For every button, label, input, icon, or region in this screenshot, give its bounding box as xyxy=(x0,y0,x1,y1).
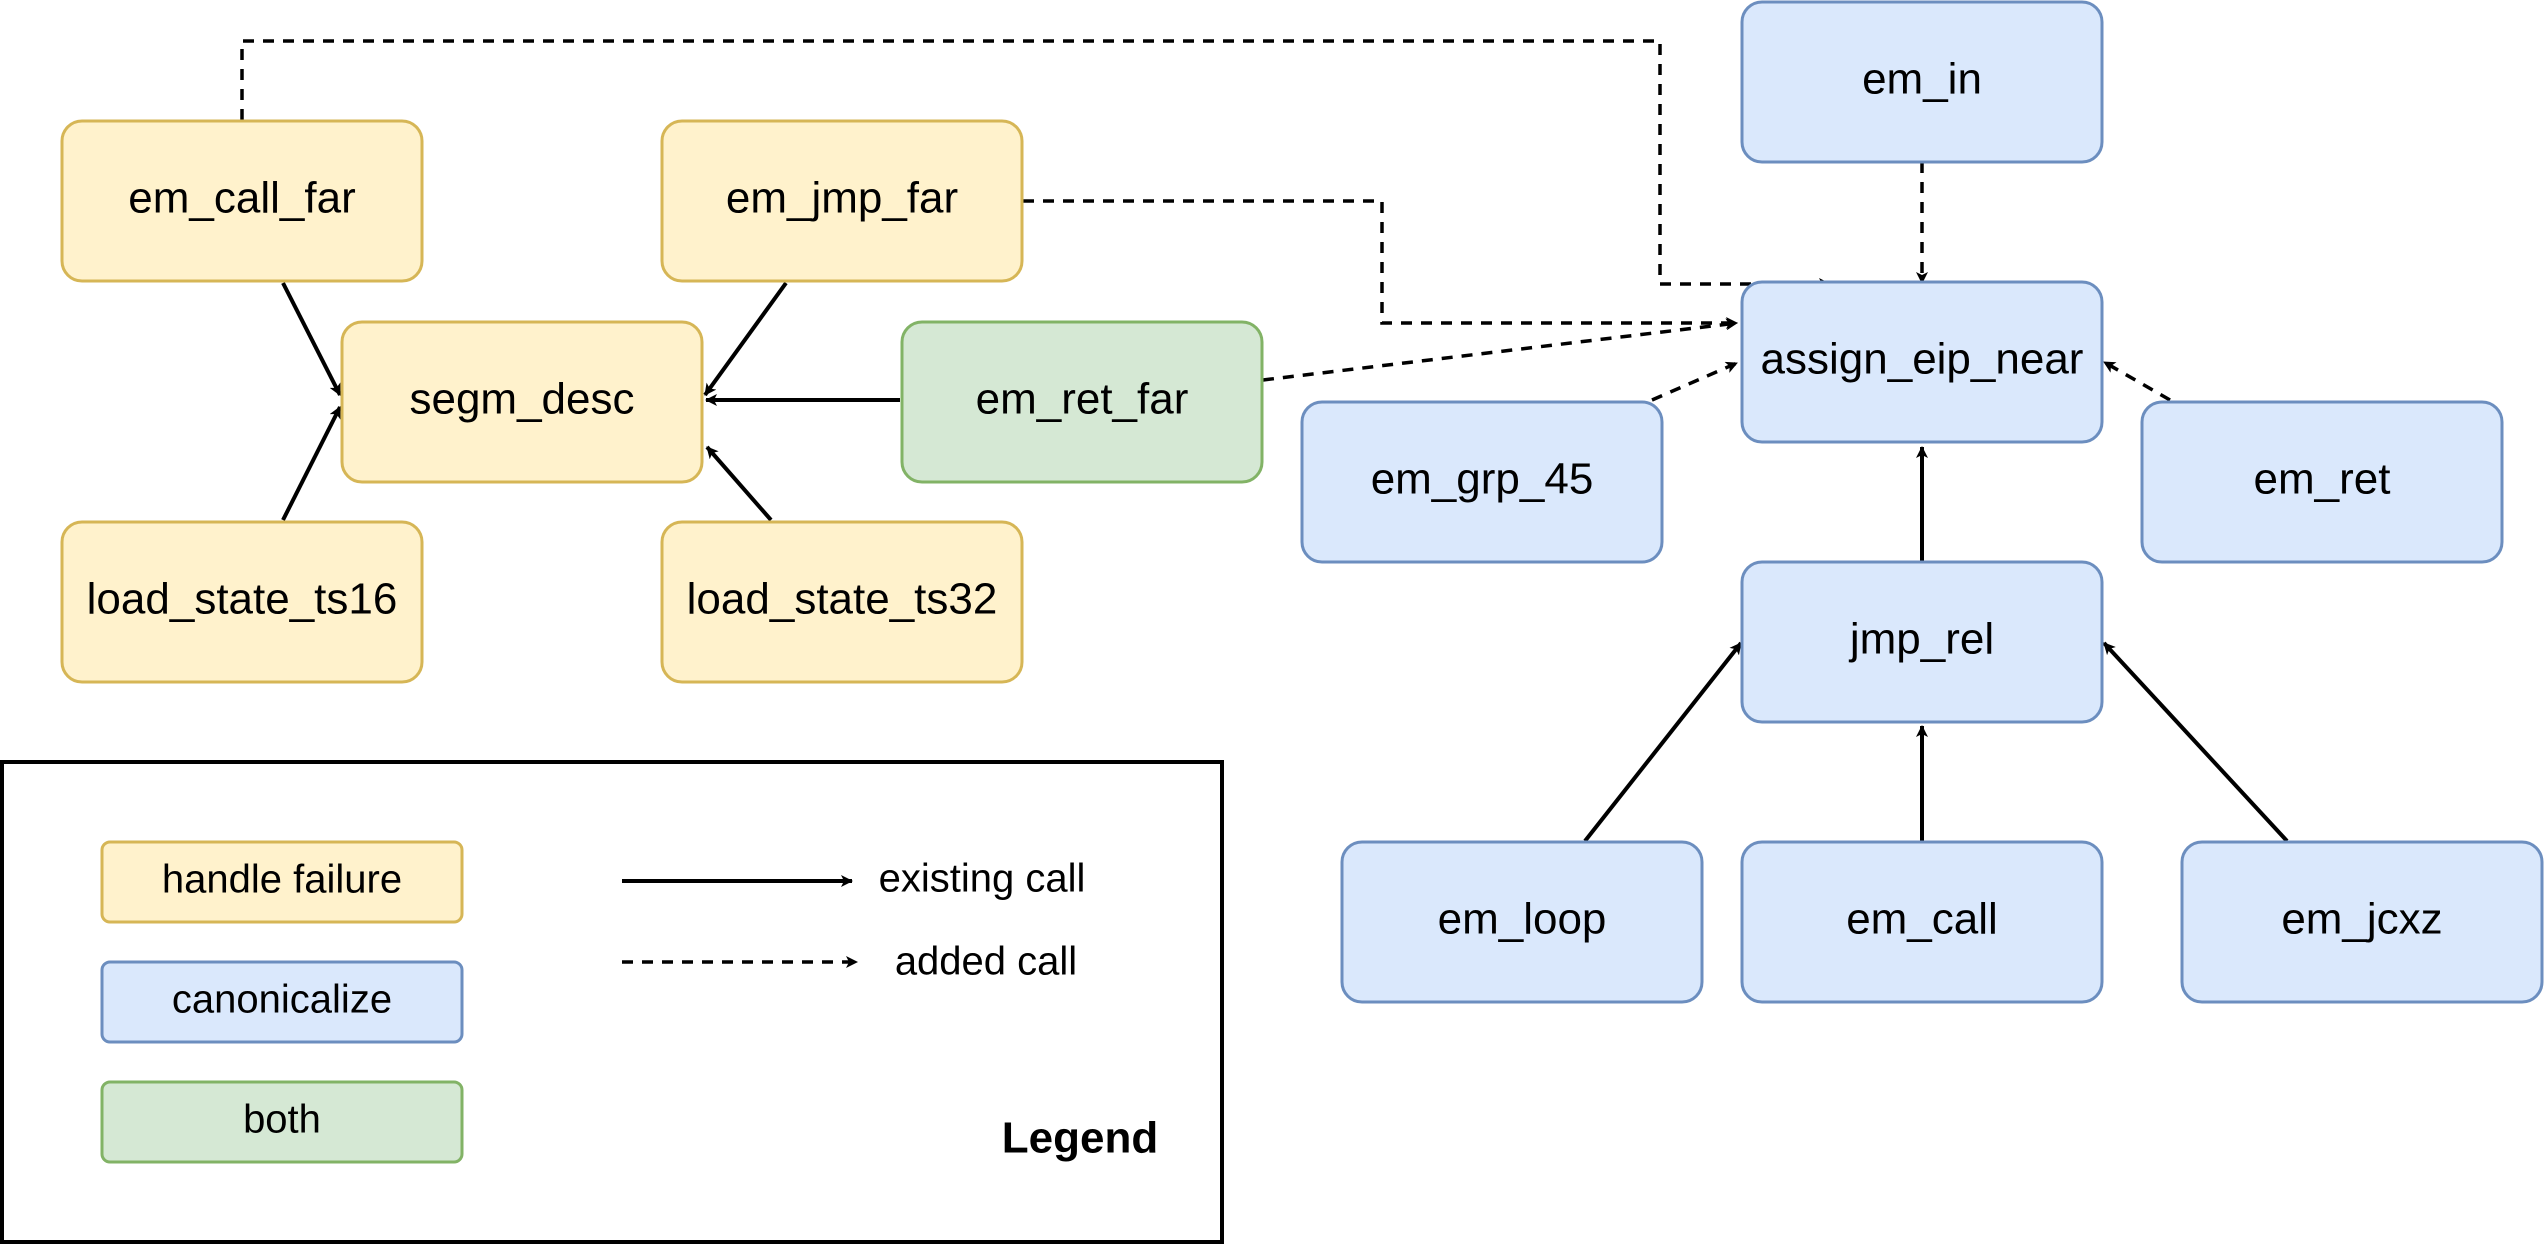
node-load-state-ts16[interactable]: load_state_ts16 xyxy=(60,520,424,684)
node-label: em_loop xyxy=(1438,895,1607,944)
node-assign-eip-near[interactable]: assign_eip_near xyxy=(1740,280,2104,444)
node-em-call[interactable]: em_call xyxy=(1740,840,2104,1004)
edge-em-ret-far-to-assign-eip-near xyxy=(1262,318,1738,382)
edge-load-state-ts16-to-segm-desc xyxy=(281,406,342,521)
edge-em-call-far-to-assign-eip-near xyxy=(240,39,1831,290)
node-label: load_state_ts32 xyxy=(687,575,998,624)
node-label: load_state_ts16 xyxy=(87,575,398,624)
edge-em-jmp-far-to-segm-desc xyxy=(703,281,788,397)
legend-label-existing-call: existing call xyxy=(879,857,1086,901)
legend-label-canonicalize: canonicalize xyxy=(172,978,392,1022)
edge-em-grp-45-to-assign-eip-near xyxy=(1651,361,1738,402)
node-em-jmp-far[interactable]: em_jmp_far xyxy=(660,119,1024,283)
legend-item-handle-failure: handle failure xyxy=(100,840,464,924)
edge-em-ret-to-assign-eip-near xyxy=(2103,360,2171,402)
edge-em-jmp-far-to-assign-eip-near xyxy=(1023,199,1738,329)
legend-title: Legend xyxy=(1002,1114,1158,1163)
node-jmp-rel[interactable]: jmp_rel xyxy=(1740,560,2104,724)
edges xyxy=(240,39,2289,843)
node-label: em_call xyxy=(1846,895,1998,944)
node-label: jmp_rel xyxy=(1848,615,1994,664)
legend-item-added-call: added call xyxy=(622,940,1077,984)
legend: handle failure canonicalize both existin… xyxy=(0,760,1224,1244)
node-label: em_in xyxy=(1862,55,1982,104)
nodes: em_call_far em_jmp_far segm_desc load_st… xyxy=(60,0,2544,1004)
legend-item-both: both xyxy=(100,1080,464,1164)
node-em-loop[interactable]: em_loop xyxy=(1340,840,1704,1004)
edge-em-jcxz-to-jmp-rel xyxy=(2102,641,2289,843)
node-load-state-ts32[interactable]: load_state_ts32 xyxy=(660,520,1024,684)
legend-label-handle-failure: handle failure xyxy=(162,858,402,902)
legend-item-canonicalize: canonicalize xyxy=(100,960,464,1044)
node-em-ret[interactable]: em_ret xyxy=(2140,400,2504,564)
node-label: segm_desc xyxy=(409,375,634,424)
node-segm-desc[interactable]: segm_desc xyxy=(340,320,704,484)
edge-em-loop-to-jmp-rel xyxy=(1583,641,1743,843)
node-label: em_ret_far xyxy=(976,375,1189,424)
node-label: em_ret xyxy=(2254,455,2391,504)
legend-item-existing-call: existing call xyxy=(622,857,1085,901)
node-em-in[interactable]: em_in xyxy=(1740,0,2104,164)
legend-label-both: both xyxy=(243,1098,321,1142)
node-label: assign_eip_near xyxy=(1761,335,2084,384)
node-label: em_call_far xyxy=(128,174,355,223)
node-em-ret-far[interactable]: em_ret_far xyxy=(900,320,1264,484)
node-label: em_jmp_far xyxy=(726,174,958,223)
legend-label-added-call: added call xyxy=(895,940,1077,984)
node-label: em_jcxz xyxy=(2281,895,2442,944)
node-em-grp-45[interactable]: em_grp_45 xyxy=(1300,400,1664,564)
node-em-jcxz[interactable]: em_jcxz xyxy=(2180,840,2544,1004)
node-label: em_grp_45 xyxy=(1371,455,1594,504)
edge-em-call-far-to-segm-desc xyxy=(281,282,342,396)
node-em-call-far[interactable]: em_call_far xyxy=(60,119,424,283)
edge-load-state-ts32-to-segm-desc xyxy=(705,445,773,522)
